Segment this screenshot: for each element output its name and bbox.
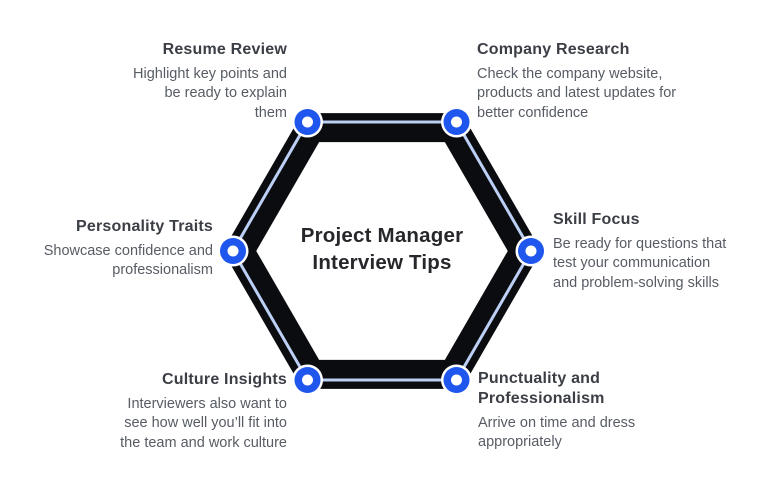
item-punctuality-and-professionalism: Punctuality and Professionalism Arrive o… bbox=[478, 369, 693, 453]
item-heading: Culture Insights bbox=[162, 371, 287, 388]
item-body: Check the company website, products and … bbox=[477, 66, 677, 121]
item-personality-traits: Personality Traits Showcase confidence a… bbox=[13, 217, 213, 281]
vertex-node-left bbox=[217, 235, 249, 267]
item-heading: Company Research bbox=[477, 41, 630, 58]
item-heading: Personality Traits bbox=[76, 218, 213, 235]
item-body: Showcase confidence and professionalism bbox=[43, 243, 213, 279]
item-heading: Skill Focus bbox=[553, 211, 640, 228]
item-body: Interviewers also want to see how well y… bbox=[120, 396, 287, 451]
vertex-node-bottom-left bbox=[292, 364, 323, 396]
item-skill-focus: Skill Focus Be ready for questions that … bbox=[553, 210, 765, 293]
item-heading: Resume Review bbox=[162, 41, 287, 58]
vertex-node-top-left bbox=[292, 106, 323, 138]
item-body: Highlight key points and be ready to exp… bbox=[133, 66, 287, 121]
item-company-research: Company Research Check the company websi… bbox=[477, 40, 729, 123]
vertex-node-bottom-right bbox=[441, 364, 472, 396]
center-title: Project Manager Interview Tips bbox=[300, 224, 464, 274]
item-culture-insights: Culture Insights Interviewers also want … bbox=[87, 370, 287, 453]
item-body: Arrive on time and dress appropriately bbox=[478, 415, 636, 451]
item-heading: Punctuality and Professionalism bbox=[478, 370, 605, 407]
vertex-node-right bbox=[515, 235, 547, 267]
item-body: Be ready for questions that test your co… bbox=[553, 236, 727, 291]
item-resume-review: Resume Review Highlight key points and b… bbox=[87, 40, 287, 123]
vertex-node-top-right bbox=[441, 106, 472, 138]
